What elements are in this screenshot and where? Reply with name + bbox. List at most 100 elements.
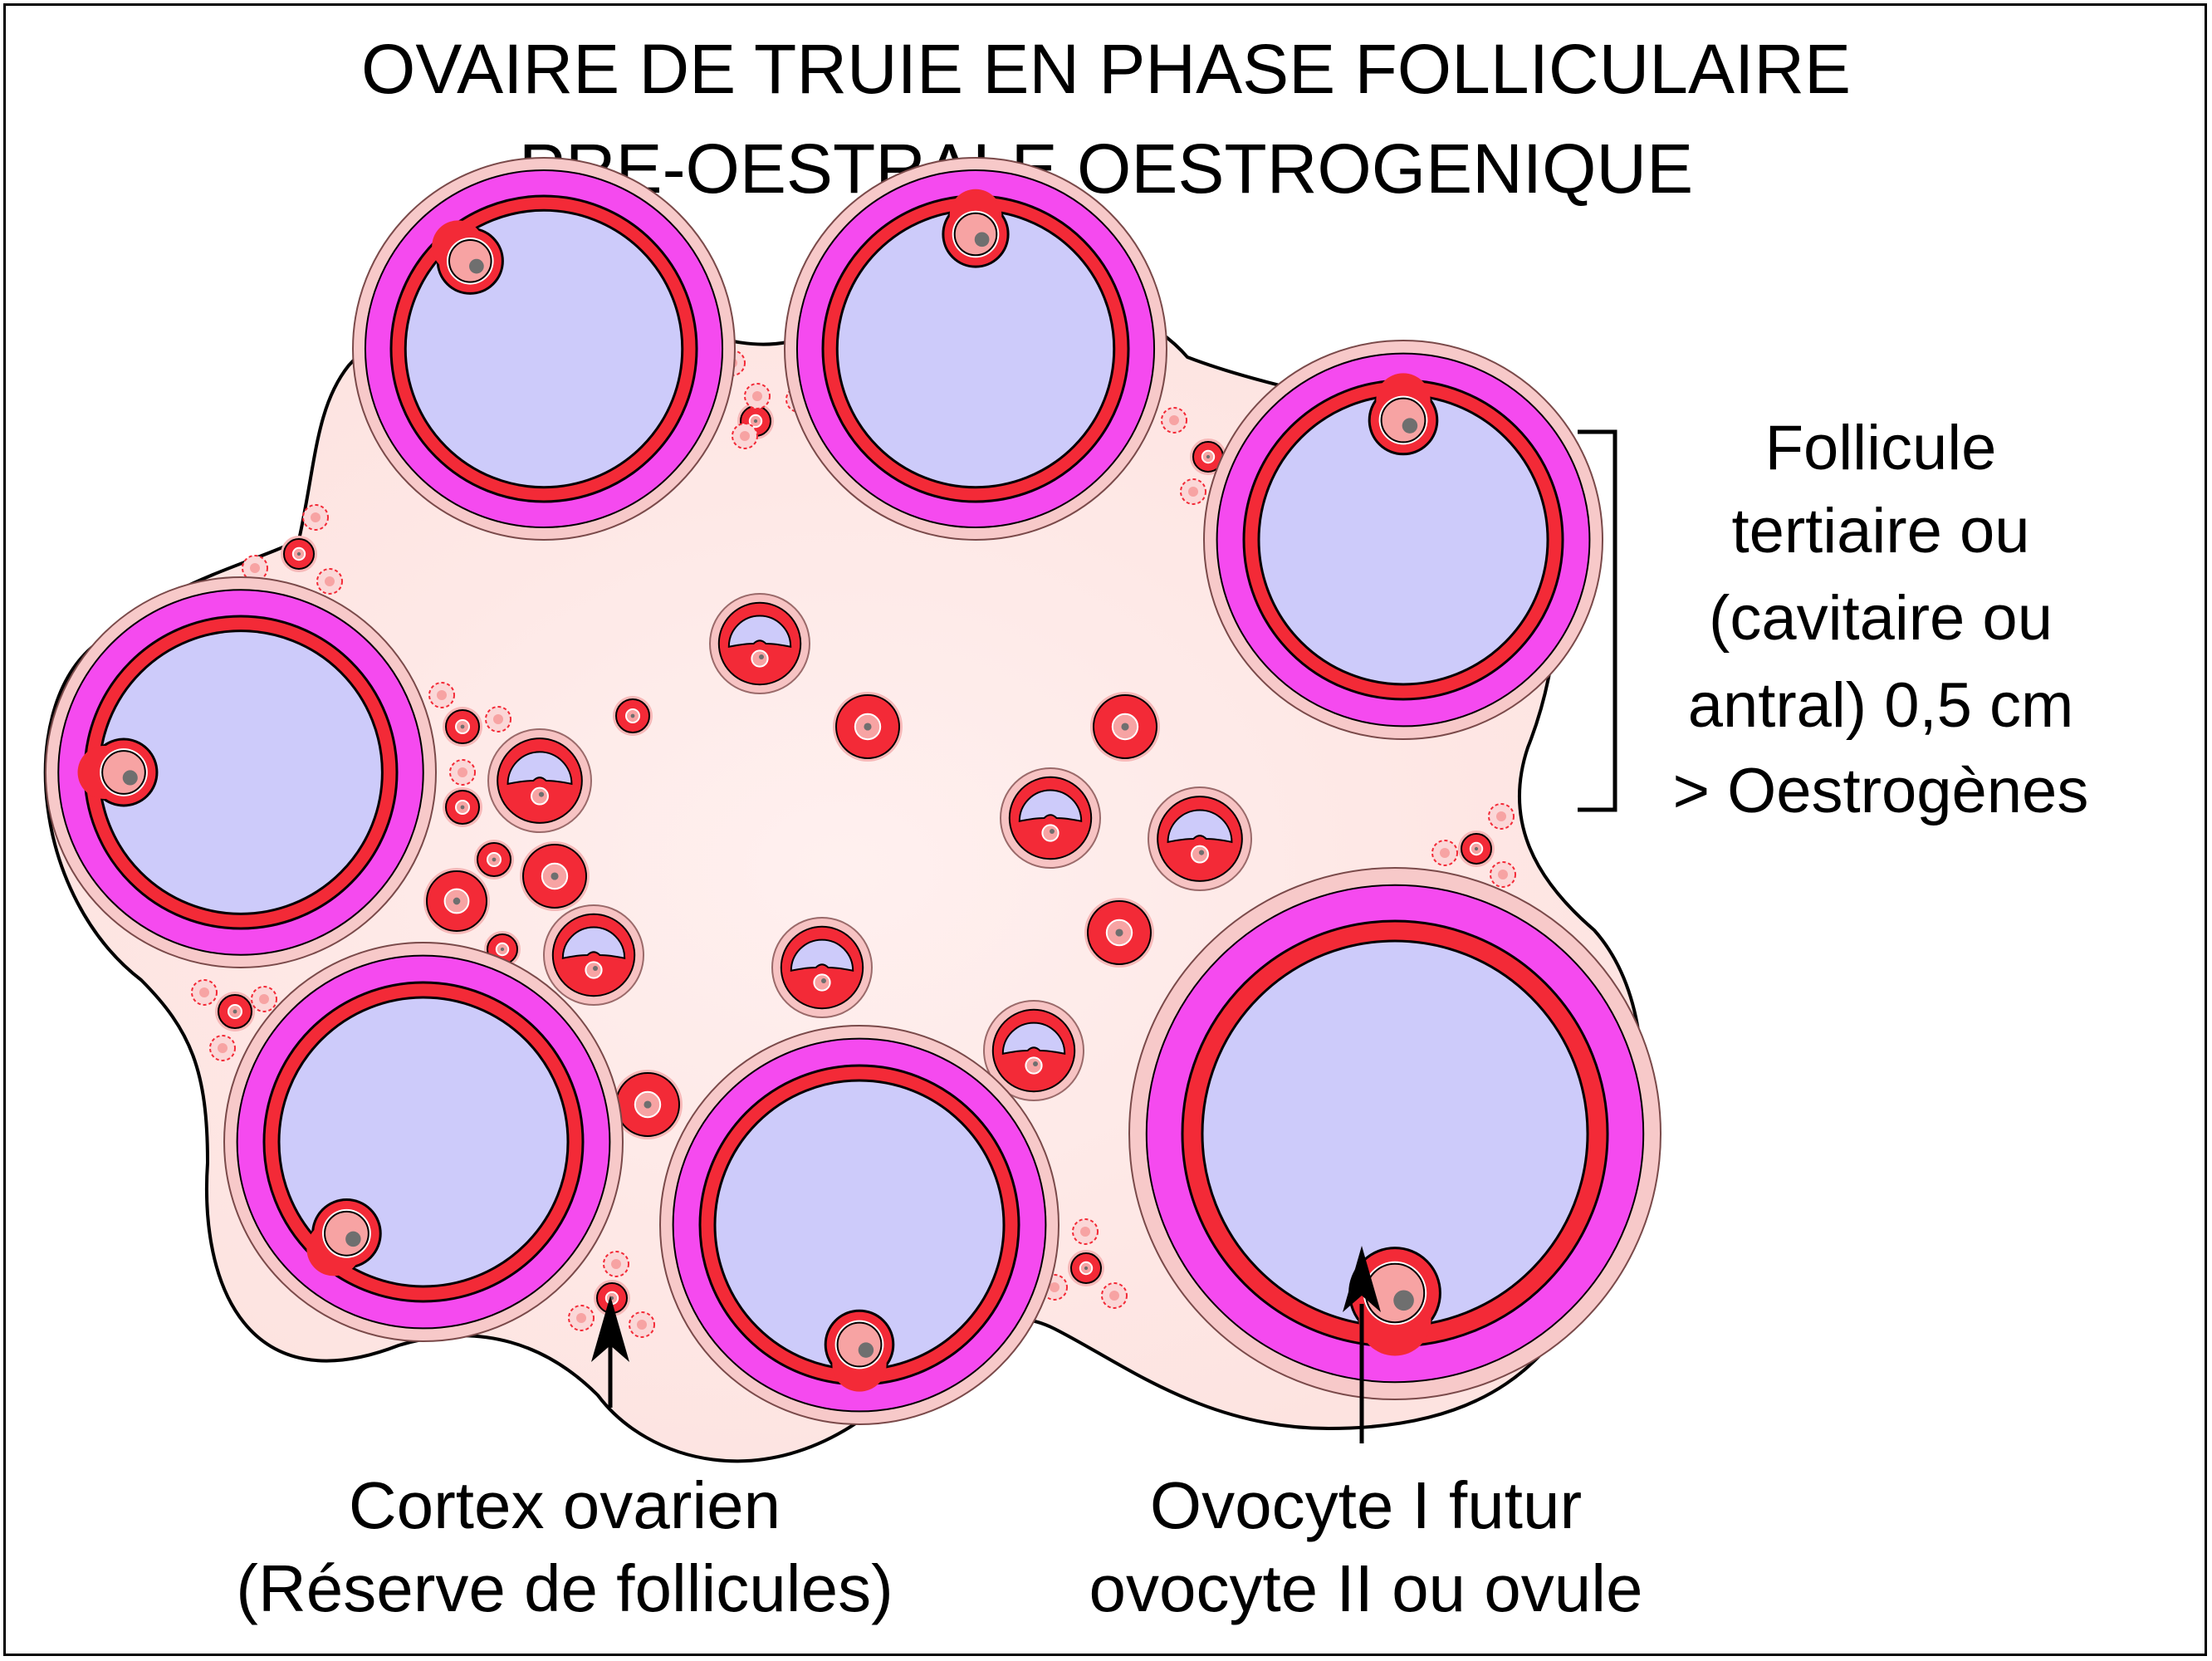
primordial-follicle bbox=[302, 504, 329, 531]
primordial-oocyte bbox=[1169, 415, 1179, 425]
primary-nucleus bbox=[864, 723, 872, 731]
primordial-follicle bbox=[1072, 1218, 1099, 1245]
secondary-antrum bbox=[790, 938, 854, 972]
oocyte-nucleus bbox=[469, 258, 484, 274]
primary-follicle bbox=[443, 787, 482, 827]
secondary-antrum bbox=[1167, 809, 1233, 844]
primary-nucleus bbox=[492, 857, 497, 862]
primordial-follicle bbox=[1431, 840, 1458, 866]
oocyte-nucleus bbox=[122, 770, 138, 786]
cortex-label-line-1: Cortex ovarien bbox=[349, 1468, 781, 1542]
primary-nucleus bbox=[232, 1009, 237, 1014]
primary-nucleus bbox=[453, 897, 461, 905]
oocyte bbox=[324, 1210, 369, 1257]
primordial-follicle bbox=[449, 759, 476, 786]
primary-nucleus bbox=[753, 419, 758, 424]
oocyte bbox=[448, 238, 492, 283]
primordial-follicle bbox=[1490, 861, 1516, 888]
secondary-follicle bbox=[1148, 786, 1252, 891]
tertiary-follicle bbox=[352, 157, 736, 541]
secondary-follicle bbox=[543, 904, 644, 1006]
primordial-oocyte bbox=[199, 987, 209, 997]
primary-nucleus bbox=[460, 805, 465, 810]
oocyte-nucleus bbox=[974, 232, 990, 247]
primordial-follicle bbox=[1101, 1282, 1128, 1309]
oocyte-nucleus bbox=[1393, 1290, 1414, 1311]
primordial-follicle bbox=[209, 1035, 236, 1061]
primary-nucleus bbox=[500, 947, 505, 952]
secondary-antrum bbox=[1018, 789, 1083, 822]
primordial-follicle bbox=[428, 682, 455, 708]
primary-follicle bbox=[281, 536, 317, 572]
primordial-oocyte bbox=[218, 1043, 228, 1053]
primordial-follicle bbox=[485, 706, 511, 733]
primary-nucleus bbox=[1121, 723, 1129, 731]
secondary-follicle bbox=[1000, 767, 1101, 869]
secondary-nucleus bbox=[1198, 850, 1205, 855]
primordial-oocyte bbox=[311, 512, 321, 522]
oocyte bbox=[101, 750, 146, 795]
primary-follicle bbox=[474, 840, 514, 879]
primary-follicle bbox=[520, 841, 590, 911]
tertiary-label-line-2: tertiaire ou bbox=[1731, 496, 2029, 566]
primary-nucleus bbox=[1206, 454, 1211, 459]
tertiary-follicle bbox=[659, 1025, 1060, 1425]
tertiary-label-line-1: Follicule bbox=[1765, 413, 1997, 483]
primordial-oocyte bbox=[325, 576, 335, 586]
primary-follicle bbox=[423, 868, 490, 934]
primordial-follicle bbox=[316, 568, 343, 595]
primordial-oocyte bbox=[752, 391, 762, 401]
secondary-antrum bbox=[561, 926, 626, 959]
primordial-follicle bbox=[732, 423, 758, 449]
primary-follicle bbox=[1084, 898, 1154, 968]
primordial-oocyte bbox=[493, 714, 503, 724]
oocyte bbox=[1380, 397, 1427, 443]
secondary-nucleus bbox=[1033, 1061, 1038, 1066]
secondary-follicle bbox=[487, 728, 592, 833]
title-line-2: PRE-OESTRALE OESTROGENIQUE bbox=[519, 130, 1693, 208]
primary-follicle bbox=[1090, 692, 1160, 762]
tertiary-follicle bbox=[1203, 340, 1603, 740]
primary-follicle bbox=[613, 1070, 683, 1139]
tertiary-label-line-5: > Oestrogènes bbox=[1673, 756, 2089, 826]
primary-follicle bbox=[594, 1280, 630, 1316]
secondary-nucleus bbox=[1050, 829, 1055, 834]
primary-follicle bbox=[833, 692, 903, 762]
primordial-oocyte bbox=[437, 690, 447, 700]
secondary-follicle bbox=[771, 917, 873, 1018]
primary-nucleus bbox=[1115, 928, 1123, 937]
secondary-follicle-group bbox=[487, 593, 1252, 1101]
primordial-follicle bbox=[191, 979, 218, 1006]
secondary-nucleus bbox=[593, 966, 598, 971]
primordial-follicle bbox=[1488, 803, 1515, 830]
primordial-oocyte bbox=[637, 1320, 647, 1330]
primary-nucleus bbox=[296, 551, 301, 556]
secondary-follicle bbox=[983, 1000, 1084, 1101]
tertiary-follicle bbox=[223, 942, 624, 1342]
cortex-label-line-2: (Réserve de follicules) bbox=[236, 1551, 893, 1625]
primary-nucleus bbox=[551, 872, 559, 880]
primary-follicle bbox=[1068, 1250, 1104, 1286]
secondary-nucleus bbox=[759, 654, 764, 659]
tertiary-label-line-3: (cavitaire ou bbox=[1709, 583, 2053, 654]
primordial-oocyte bbox=[1080, 1227, 1090, 1237]
tertiary-follicle bbox=[784, 157, 1167, 541]
secondary-antrum bbox=[727, 615, 792, 648]
primary-nucleus bbox=[1474, 846, 1479, 851]
primordial-oocyte bbox=[740, 431, 750, 441]
tertiary-follicle bbox=[1128, 867, 1661, 1400]
primordial-oocyte bbox=[1496, 811, 1506, 821]
oocyte bbox=[836, 1321, 883, 1368]
primary-follicle bbox=[215, 992, 255, 1031]
secondary-antrum bbox=[507, 751, 573, 786]
oocyte-label-line-1: Ovocyte I futur bbox=[1150, 1468, 1582, 1542]
oocyte-label-line-2: ovocyte II ou ovule bbox=[1089, 1551, 1642, 1625]
primary-follicle bbox=[1458, 830, 1495, 867]
primordial-oocyte bbox=[611, 1259, 621, 1269]
primordial-oocyte bbox=[1050, 1282, 1060, 1292]
primordial-oocyte bbox=[250, 563, 260, 573]
primordial-oocyte bbox=[1109, 1291, 1119, 1301]
oocyte bbox=[953, 212, 998, 257]
oocyte-nucleus bbox=[345, 1231, 361, 1247]
